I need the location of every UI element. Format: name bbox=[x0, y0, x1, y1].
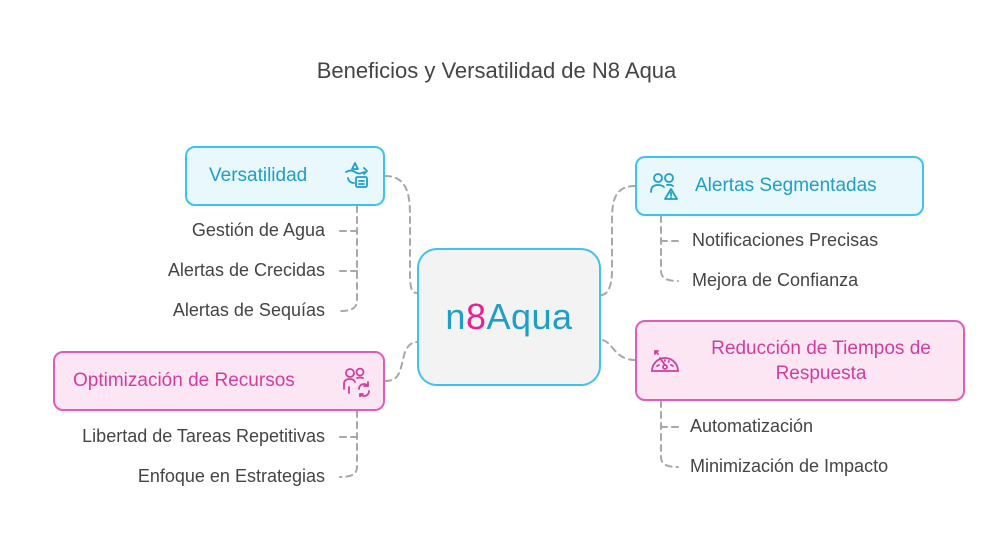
node-reduccion-label: Reducción de Tiempos de Respuesta bbox=[711, 337, 931, 384]
logo-8: 8 bbox=[465, 296, 487, 337]
logo-n: n bbox=[445, 296, 466, 337]
node-reduccion: Reducción de Tiempos de Respuesta bbox=[635, 320, 965, 401]
item-enfoque-estrategias: Enfoque en Estrategias bbox=[137, 466, 325, 486]
node-versatilidad: Versatilidad bbox=[185, 146, 385, 206]
node-optimizacion: Optimización de Recursos bbox=[53, 351, 385, 411]
item-alertas-sequias: Alertas de Sequías bbox=[172, 300, 325, 320]
item-gestion-agua: Gestión de Agua bbox=[191, 220, 325, 240]
item-mejora-confianza: Mejora de Confianza bbox=[692, 270, 859, 290]
n8aqua-logo: n8Aqua bbox=[445, 296, 572, 338]
users-alert-icon bbox=[650, 173, 678, 200]
item-alertas-crecidas: Alertas de Crecidas bbox=[167, 260, 325, 280]
people-refresh-icon bbox=[343, 367, 370, 397]
node-optimizacion-label: Optimización de Recursos bbox=[73, 370, 295, 391]
item-minimizacion-impacto: Minimización de Impacto bbox=[690, 456, 889, 476]
item-automatizacion: Automatización bbox=[690, 416, 814, 436]
gauge-icon bbox=[651, 349, 679, 372]
node-alertas: Alertas Segmentadas bbox=[635, 156, 924, 216]
logo-aqua: Aqua bbox=[486, 296, 573, 337]
water-sensor-icon bbox=[345, 162, 368, 188]
node-alertas-label: Alertas Segmentadas bbox=[695, 175, 877, 196]
item-notificaciones-precisas: Notificaciones Precisas bbox=[692, 230, 879, 250]
item-libertad-tareas: Libertad de Tareas Repetitivas bbox=[82, 426, 325, 446]
node-versatilidad-label: Versatilidad bbox=[209, 165, 308, 186]
center-node-n8aqua: n8Aqua bbox=[417, 248, 601, 386]
diagram-title: Beneficios y Versatilidad de N8 Aqua bbox=[316, 58, 677, 83]
